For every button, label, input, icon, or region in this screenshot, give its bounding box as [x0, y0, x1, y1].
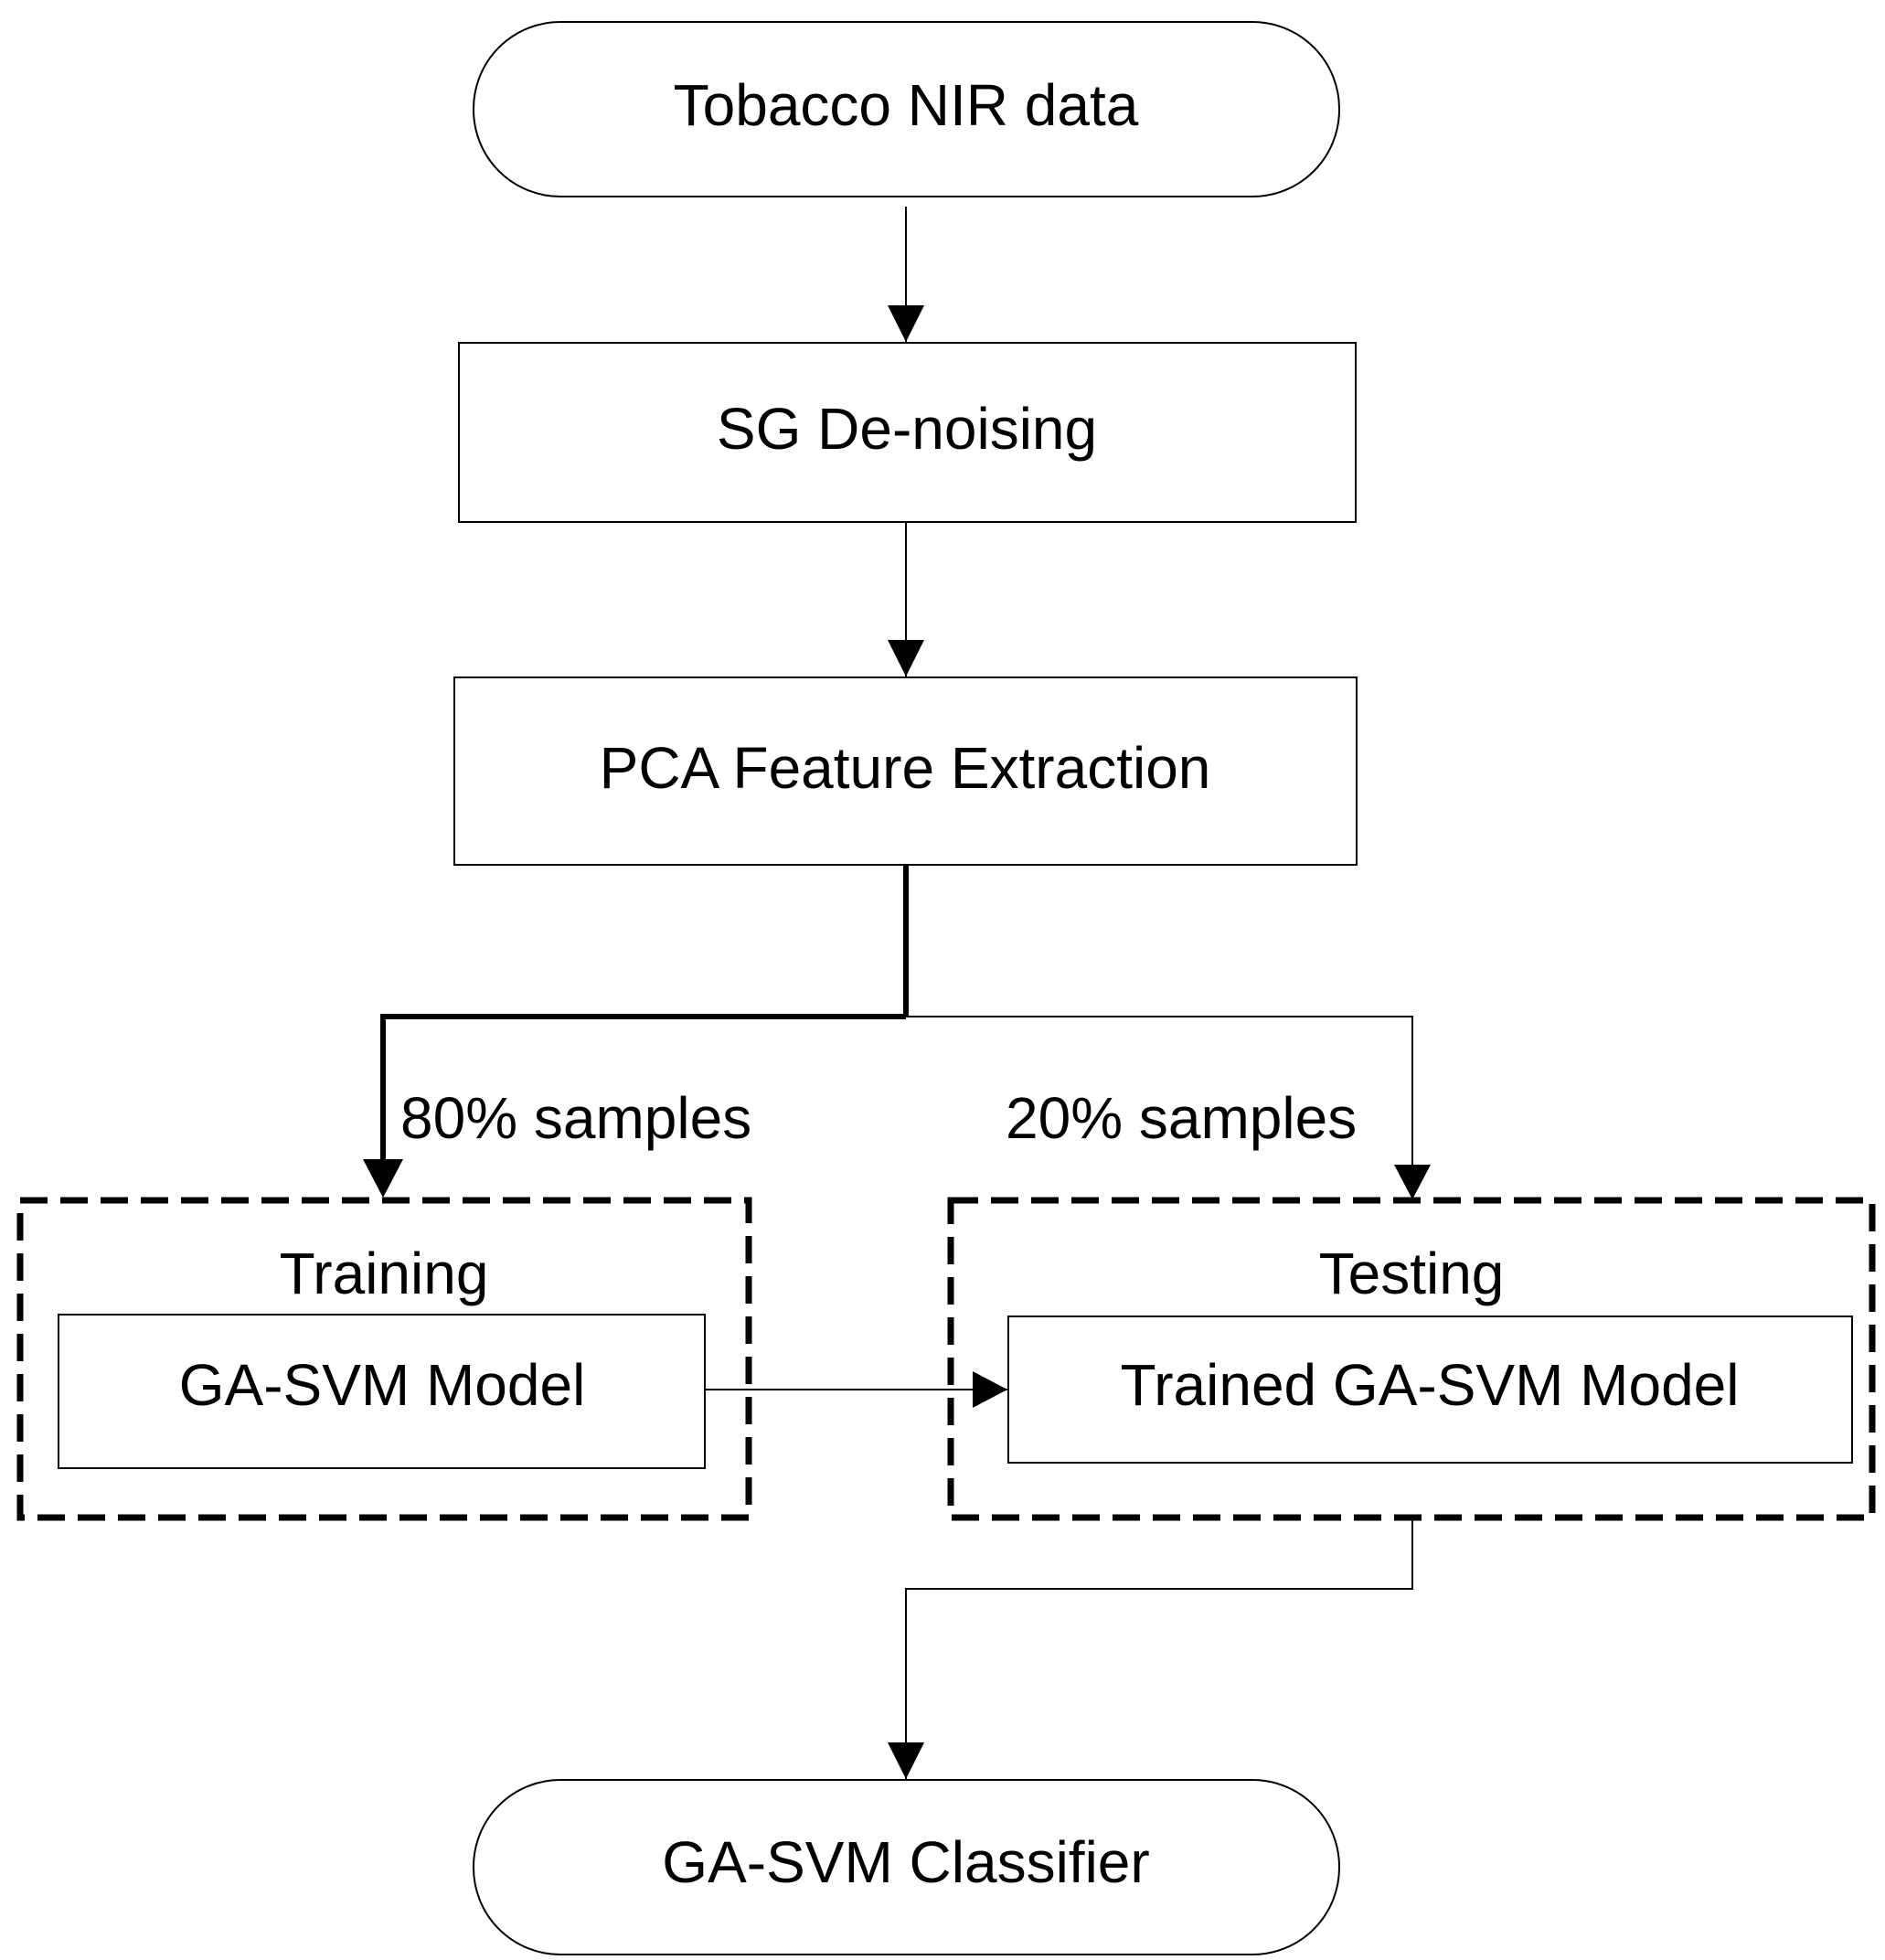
- denoise-box-label: SG De-noising: [717, 396, 1097, 462]
- trained-model-box-label: Trained GA-SVM Model: [1121, 1352, 1740, 1418]
- model-box-label: GA-SVM Model: [179, 1352, 586, 1418]
- training-group: [16, 1197, 752, 1521]
- edge-split-to-testing-arrowhead: [1394, 1165, 1431, 1199]
- trained-model-box: [1007, 1316, 1853, 1464]
- end-terminal-label: GA-SVM Classifier: [662, 1829, 1149, 1895]
- model-box: [58, 1314, 706, 1469]
- edge-model-to-trained-model-arrowhead: [973, 1371, 1007, 1408]
- edge-split-to-testing: [906, 1016, 1413, 1165]
- end-terminal: [473, 1779, 1340, 1955]
- testing-group-label: Testing: [1319, 1241, 1505, 1306]
- edge-start-to-denoise-arrowhead: [888, 305, 924, 342]
- pca-box-label: PCA Feature Extraction: [600, 735, 1211, 801]
- test-split-label: 20% samples: [1006, 1085, 1357, 1151]
- edge-testing-to-classifier: [905, 1518, 1413, 1779]
- edge-denoise-to-pca-arrowhead: [888, 640, 924, 676]
- training-group-label: Training: [280, 1241, 489, 1306]
- train-split-label: 80% samples: [400, 1085, 751, 1151]
- edge-split-to-training: [380, 1014, 906, 1161]
- start-terminal: [473, 21, 1340, 197]
- edge-testing-to-classifier-arrowhead: [888, 1742, 924, 1779]
- edge-split-to-training-arrowhead: [363, 1159, 403, 1198]
- pca-box: [453, 676, 1358, 866]
- start-terminal-label: Tobacco NIR data: [674, 72, 1139, 138]
- denoise-box: [458, 342, 1357, 523]
